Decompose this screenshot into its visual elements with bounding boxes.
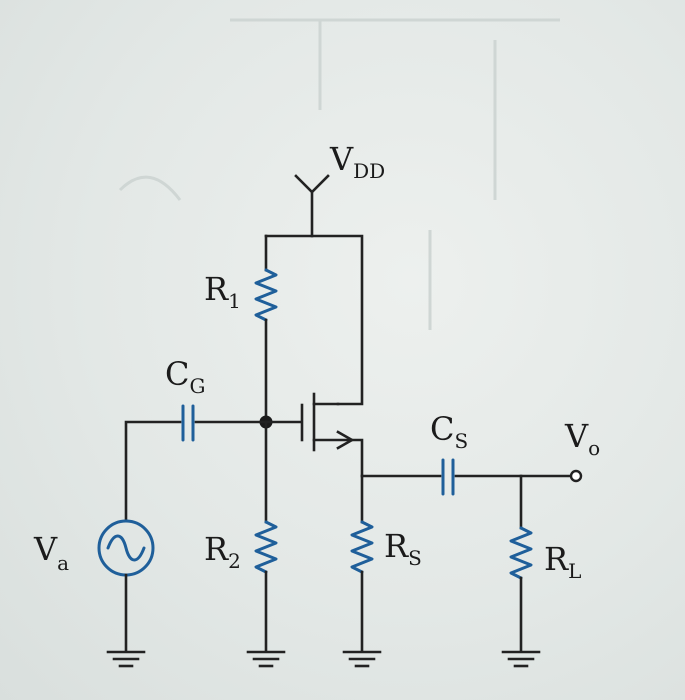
rs-subscript: S <box>408 546 422 570</box>
capacitor-cg: CG <box>165 355 302 442</box>
bleed-through-background <box>118 18 560 330</box>
input-wire <box>124 420 182 522</box>
svg-text:RS: RS <box>384 527 422 570</box>
vo-subscript: o <box>588 436 600 460</box>
cs-label: C <box>430 410 454 448</box>
vdd-label: V <box>329 140 354 178</box>
top-rail-wire <box>264 234 364 406</box>
resistor-r2: R2 <box>204 420 278 652</box>
vdd-subscript: DD <box>353 159 385 183</box>
rl-label: R <box>544 540 569 578</box>
ground-symbol <box>106 650 146 668</box>
ground-symbol <box>246 650 286 668</box>
ground-symbol <box>342 650 382 668</box>
svg-text:R1: R1 <box>204 270 241 313</box>
resistor-r1: R1 <box>204 234 278 424</box>
capacitor-cs: CS <box>430 410 573 496</box>
vdd-terminal: VDD <box>294 140 385 238</box>
r1-label: R <box>204 270 229 308</box>
svg-text:CS: CS <box>430 410 468 453</box>
r2-label: R <box>204 530 229 568</box>
resistor-rs: RS <box>350 474 422 652</box>
rl-subscript: L <box>568 559 581 583</box>
r1-subscript: 1 <box>228 289 241 313</box>
mosfet-transistor <box>300 392 364 478</box>
ac-source-va: Va <box>33 519 155 652</box>
svg-text:RL: RL <box>544 540 581 583</box>
cg-subscript: G <box>189 374 205 398</box>
resistor-rl: RL <box>509 474 581 652</box>
r2-subscript: 2 <box>228 549 241 573</box>
cg-label: C <box>165 355 189 393</box>
vo-label: V <box>564 417 589 455</box>
va-label: V <box>33 530 58 568</box>
svg-text:Vo: Vo <box>564 417 600 460</box>
output-terminal: Vo <box>564 417 600 483</box>
rs-label: R <box>384 527 409 565</box>
svg-text:R2: R2 <box>204 530 241 573</box>
svg-text:CG: CG <box>165 355 205 398</box>
ground-symbol <box>501 650 541 668</box>
cs-subscript: S <box>454 429 468 453</box>
svg-text:Va: Va <box>33 530 69 575</box>
va-subscript: a <box>57 551 69 575</box>
svg-text:VDD: VDD <box>329 140 385 183</box>
